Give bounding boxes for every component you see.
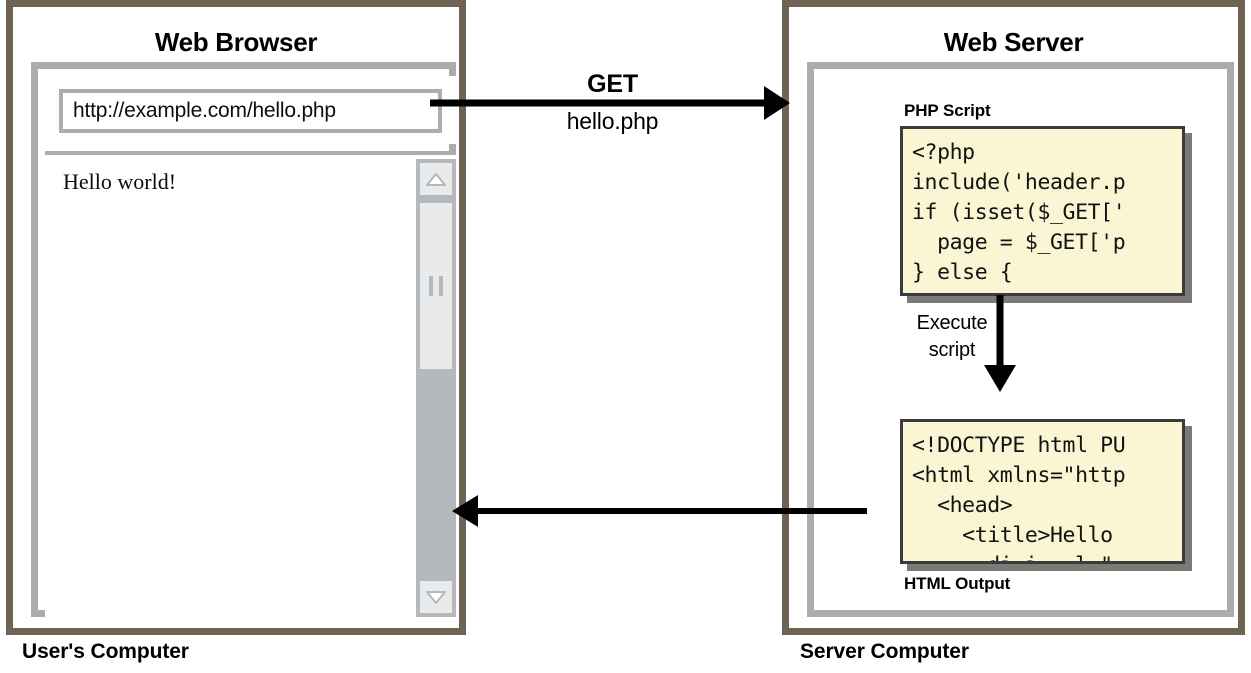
execute-script-label: Execute script bbox=[912, 310, 992, 364]
browser-viewport: Hello world! bbox=[45, 151, 456, 617]
code-line: } else { bbox=[912, 260, 1013, 285]
code-line: <title>Hello bbox=[912, 523, 1113, 548]
html-output-label: HTML Output bbox=[904, 574, 1011, 593]
php-script-label: PHP Script bbox=[904, 101, 991, 120]
code-line: page = $_GET['p bbox=[912, 230, 1126, 255]
url-text: http://example.com/hello.php bbox=[73, 99, 336, 122]
url-address-bar[interactable]: http://example.com/hello.php bbox=[59, 89, 442, 133]
web-server-window: PHP Script <?php include('header.p if (i… bbox=[807, 62, 1234, 617]
execute-script-label-line1: Execute bbox=[916, 312, 988, 334]
browser-window: http://example.com/hello.php Hello world… bbox=[31, 62, 456, 617]
scrollbar-thumb[interactable] bbox=[418, 201, 454, 371]
code-line: <head> bbox=[912, 493, 1013, 518]
request-file-label: hello.php bbox=[566, 108, 659, 134]
execute-script-label-line2: script bbox=[928, 339, 976, 361]
grip-lines-icon bbox=[429, 276, 443, 296]
browser-toolbar: http://example.com/hello.php bbox=[45, 76, 456, 144]
triangle-down-icon bbox=[426, 590, 446, 604]
code-line: <?php bbox=[912, 140, 975, 165]
server-computer-panel: Web Server PHP Script <?php include('hea… bbox=[782, 0, 1245, 635]
scroll-up-button[interactable] bbox=[418, 161, 454, 197]
code-line: if (isset($_GET[' bbox=[912, 200, 1126, 225]
code-line: <!DOCTYPE html PU bbox=[912, 433, 1126, 458]
web-server-title: Web Server bbox=[943, 27, 1084, 57]
php-script-code-box: <?php include('header.p if (isset($_GET[… bbox=[900, 126, 1185, 296]
users-computer-panel: Web Browser http://example.com/hello.php… bbox=[6, 0, 466, 635]
vertical-scrollbar[interactable] bbox=[416, 159, 456, 617]
rendered-page-text: Hello world! bbox=[63, 169, 177, 194]
triangle-up-icon bbox=[426, 172, 446, 186]
web-browser-title: Web Browser bbox=[154, 27, 318, 57]
code-line: include('header.p bbox=[912, 170, 1126, 195]
users-computer-caption: User's Computer bbox=[22, 640, 189, 663]
code-line: <html xmlns="http bbox=[912, 463, 1126, 488]
request-method-label: GET bbox=[587, 70, 638, 98]
html-output-code-box: <!DOCTYPE html PU <html xmlns="http <hea… bbox=[900, 419, 1185, 564]
code-line: di i l " bbox=[912, 551, 1182, 561]
server-computer-caption: Server Computer bbox=[800, 640, 969, 663]
scroll-down-button[interactable] bbox=[418, 579, 454, 615]
